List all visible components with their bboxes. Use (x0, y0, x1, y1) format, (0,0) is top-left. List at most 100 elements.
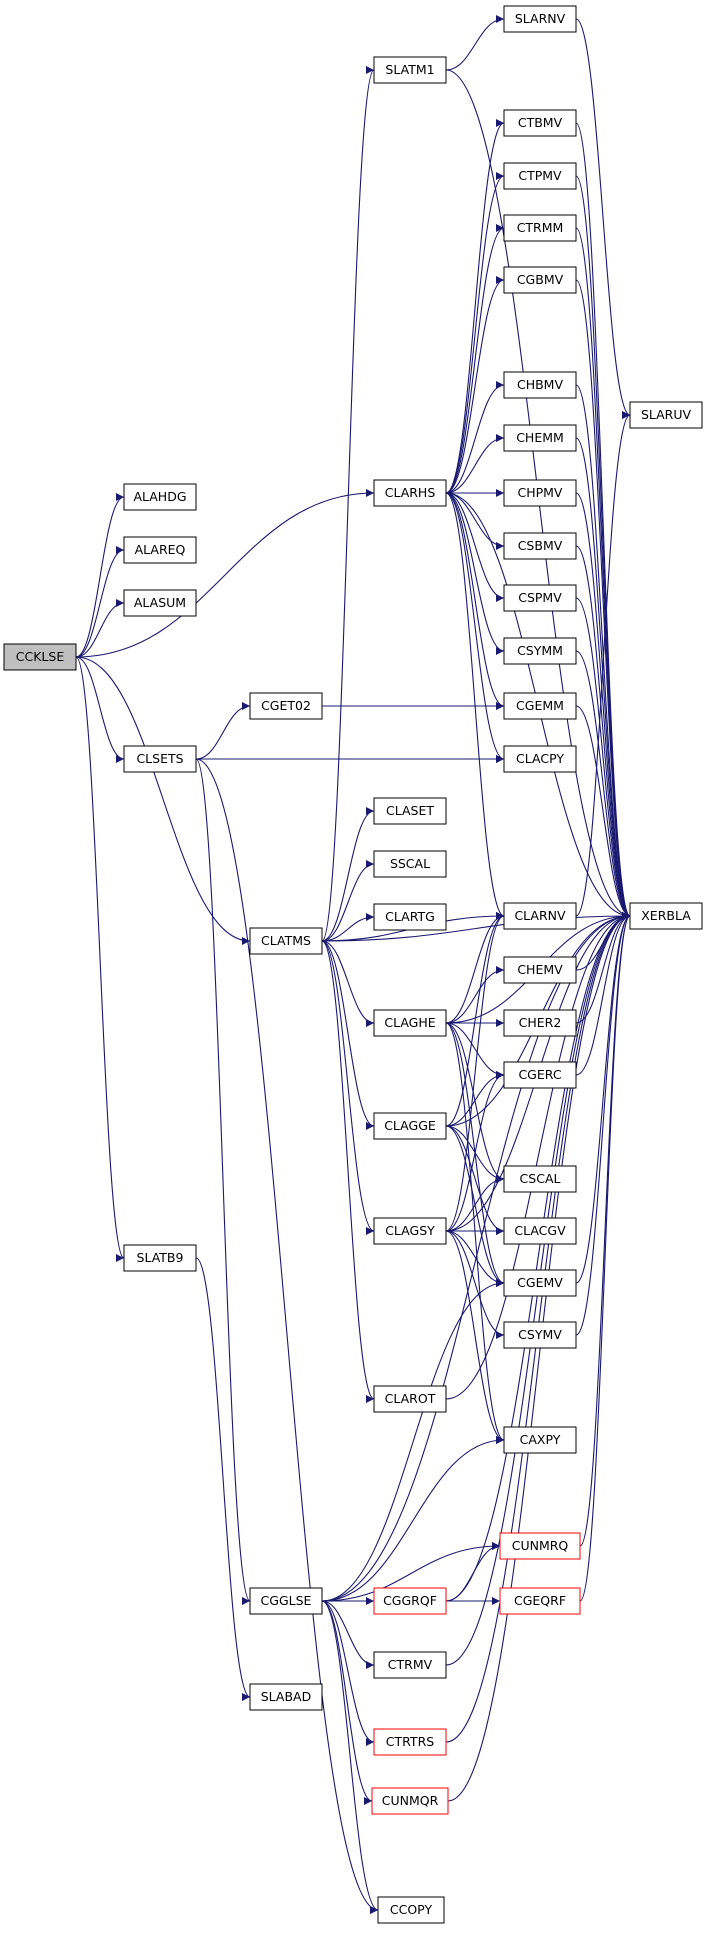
node-cunmqr[interactable]: CUNMQR (371, 1787, 449, 1815)
edge-claghe-to-clarnv (445, 912, 505, 1024)
edge-cgglse-to-cgemv (321, 1279, 505, 1602)
node-ctrmm[interactable]: CTRMM (503, 214, 577, 242)
node-alahdg[interactable]: ALAHDG (123, 483, 197, 511)
node-box (373, 1112, 447, 1140)
edge-cgerc-to-xerbla (575, 912, 631, 1076)
node-clagge[interactable]: CLAGGE (373, 1112, 447, 1140)
node-label: CSCAL (520, 1171, 561, 1186)
edge-clarnv-to-slaruv (575, 411, 631, 917)
node-box (3, 643, 77, 671)
node-label: CLASET (386, 803, 434, 818)
node-label: XERBLA (641, 908, 691, 923)
node-label: CLSETS (136, 751, 183, 766)
edge-claghe-to-chemv (445, 966, 505, 1024)
node-ccopy[interactable]: CCOPY (377, 1896, 445, 1924)
node-chbmv[interactable]: CHBMV (503, 371, 577, 399)
node-cunmrq[interactable]: CUNMRQ (499, 1532, 581, 1560)
node-ccklse[interactable]: CCKLSE (3, 643, 77, 671)
edge-clarot-to-xerbla (445, 912, 631, 1400)
node-slatb9[interactable]: SLATB9 (123, 1244, 197, 1272)
node-box (503, 266, 577, 294)
node-box (503, 637, 577, 665)
node-chpmv[interactable]: CHPMV (503, 479, 577, 507)
node-cscal[interactable]: CSCAL (503, 1165, 577, 1193)
node-clartg[interactable]: CLARTG (373, 903, 447, 931)
node-cspmv[interactable]: CSPMV (503, 584, 577, 612)
node-slaruv[interactable]: SLARUV (629, 401, 703, 429)
node-ctbmv[interactable]: CTBMV (503, 109, 577, 137)
node-cher2[interactable]: CHER2 (503, 1009, 577, 1037)
node-box (503, 1165, 577, 1193)
node-cgerc[interactable]: CGERC (503, 1061, 577, 1089)
node-clarnv[interactable]: CLARNV (503, 902, 577, 930)
node-alareq[interactable]: ALAREQ (123, 536, 197, 564)
node-label: CLARTG (385, 909, 435, 924)
node-caxpy[interactable]: CAXPY (503, 1426, 577, 1454)
node-label: CSPMV (518, 590, 562, 605)
edge-clagsy-to-cscal (445, 1175, 505, 1232)
edge-clarhs-to-cgbmv (445, 276, 505, 494)
node-box (503, 1269, 577, 1297)
node-clatms[interactable]: CLATMS (249, 927, 323, 955)
node-csymm[interactable]: CSYMM (503, 637, 577, 665)
edge-clsets-to-cgglse (195, 758, 251, 1605)
node-label: CUNMRQ (512, 1538, 569, 1553)
node-label: CTPMV (518, 168, 562, 183)
node-chemm[interactable]: CHEMM (503, 424, 577, 452)
node-label: CGGLSE (261, 1593, 312, 1608)
node-cgemv[interactable]: CGEMV (503, 1269, 577, 1297)
node-box (503, 745, 577, 773)
node-label: SLARNV (515, 11, 566, 26)
node-ctpmv[interactable]: CTPMV (503, 162, 577, 190)
node-slatm1[interactable]: SLATM1 (373, 56, 447, 84)
node-slarnv[interactable]: SLARNV (503, 5, 577, 33)
edge-cgglse-to-xerbla (321, 912, 631, 1602)
node-ctrtrs[interactable]: CTRTRS (373, 1728, 447, 1756)
node-label: CLATMS (261, 933, 311, 948)
node-sscal[interactable]: SSCAL (373, 850, 447, 878)
edge-clatms-to-claghe (321, 940, 375, 1027)
node-slabad[interactable]: SLABAD (249, 1683, 323, 1711)
node-claghe[interactable]: CLAGHE (373, 1009, 447, 1037)
edge-slatm1-to-slarnv (445, 15, 505, 71)
node-label: CSYMV (518, 1327, 562, 1342)
edge-clagsy-to-csymv (445, 1230, 505, 1339)
edge-cgglse-to-ccopy (321, 1600, 379, 1914)
node-label: CGEMM (516, 698, 564, 713)
node-clacpy[interactable]: CLACPY (503, 745, 577, 773)
node-label: CTRMM (517, 220, 564, 235)
node-clarhs[interactable]: CLARHS (373, 479, 447, 507)
node-box (249, 1587, 323, 1615)
node-box (373, 1651, 447, 1679)
node-cgeqrf[interactable]: CGEQRF (499, 1587, 581, 1615)
edge-clarhs-to-chemm (445, 434, 505, 494)
edge-clarhs-to-ctpmv (445, 172, 505, 494)
node-cgbmv[interactable]: CGBMV (503, 266, 577, 294)
node-ctrmv[interactable]: CTRMV (373, 1651, 447, 1679)
node-clacgv[interactable]: CLACGV (503, 1217, 577, 1245)
node-cggrqf[interactable]: CGGRQF (373, 1587, 447, 1615)
edge-clsets-to-ccopy (195, 758, 379, 1914)
node-label: CAXPY (520, 1432, 561, 1447)
edge-cgglse-to-cunmrq (321, 1542, 501, 1602)
node-xerbla[interactable]: XERBLA (629, 902, 703, 930)
node-box (503, 214, 577, 242)
node-alasum[interactable]: ALASUM (123, 589, 197, 617)
node-clsets[interactable]: CLSETS (123, 745, 197, 773)
node-cget02[interactable]: CGET02 (249, 692, 323, 720)
node-chemv[interactable]: CHEMV (503, 956, 577, 984)
node-csbmv[interactable]: CSBMV (503, 532, 577, 560)
node-box (373, 56, 447, 84)
node-cgemm[interactable]: CGEMM (503, 692, 577, 720)
node-csymv[interactable]: CSYMV (503, 1321, 577, 1349)
node-cgglse[interactable]: CGGLSE (249, 1587, 323, 1615)
node-box (373, 1728, 447, 1756)
node-label: CGERC (518, 1067, 561, 1082)
edge-clatms-to-clartg (321, 913, 375, 942)
node-clagsy[interactable]: CLAGSY (373, 1217, 447, 1245)
edge-csymv-to-xerbla (575, 912, 631, 1336)
edge-cgemm-to-xerbla (575, 705, 631, 920)
node-clarot[interactable]: CLAROT (373, 1385, 447, 1413)
node-claset[interactable]: CLASET (373, 797, 447, 825)
